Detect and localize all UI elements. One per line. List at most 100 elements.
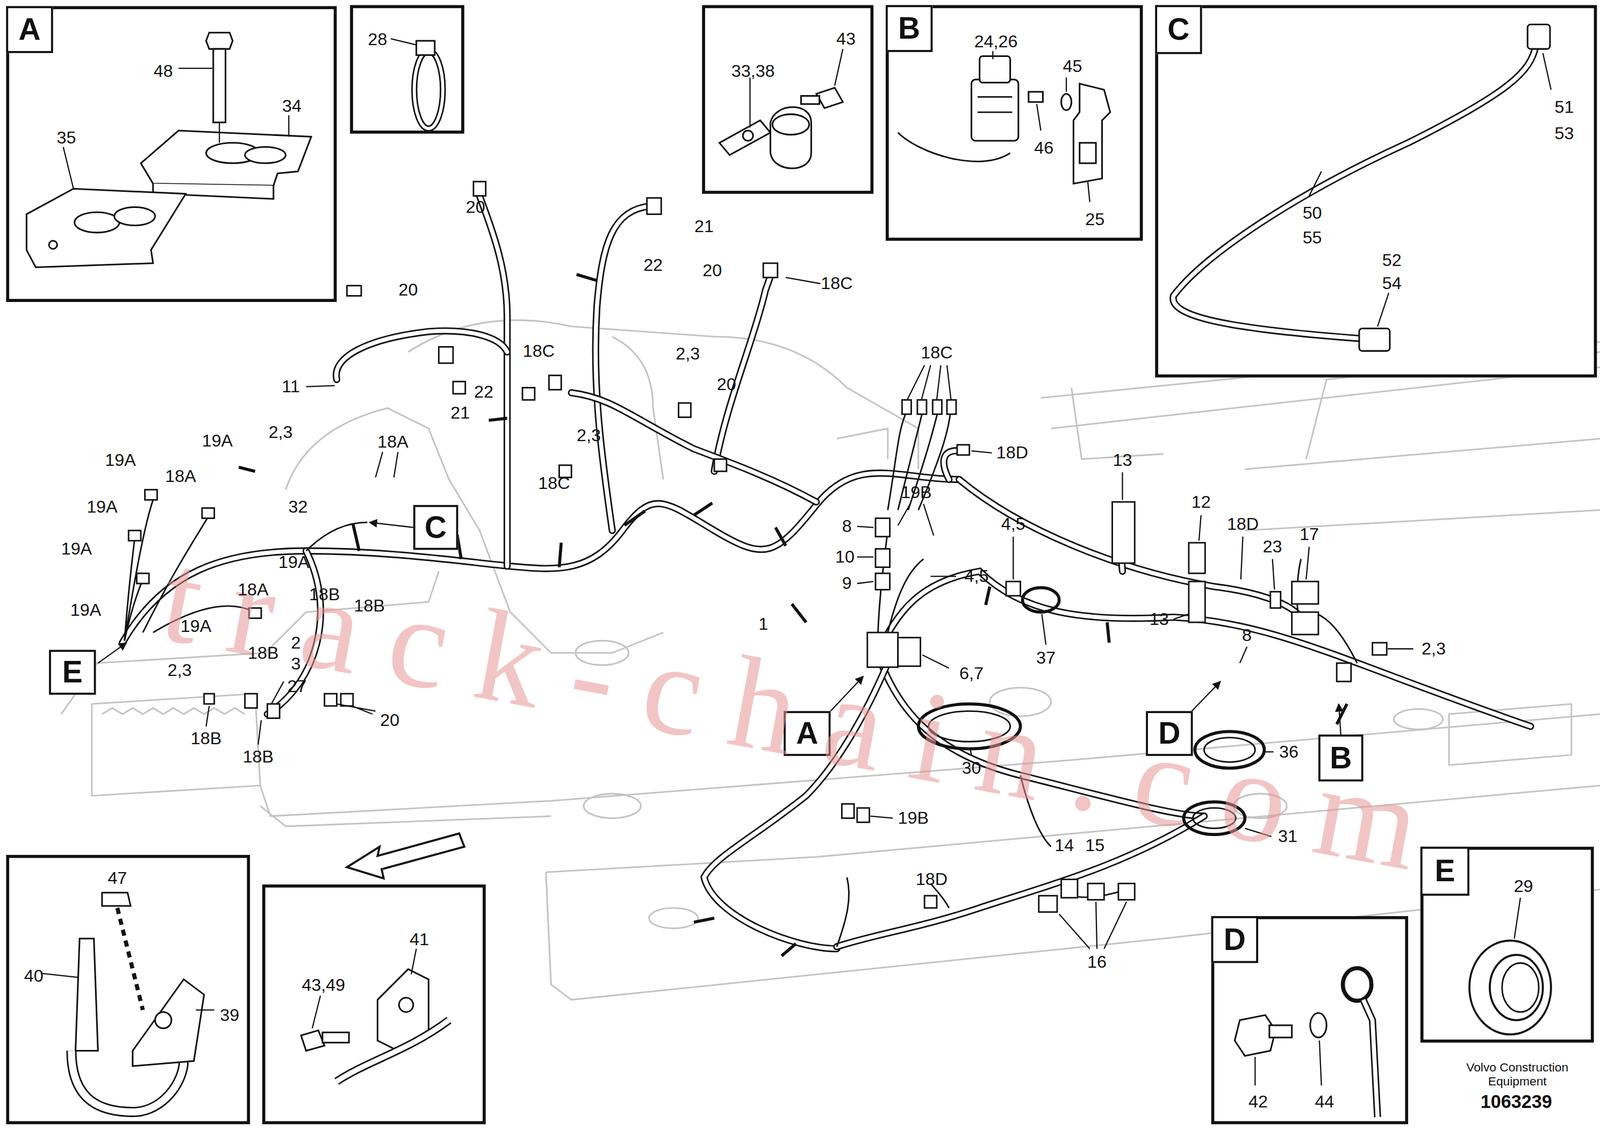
callout-number: 18D xyxy=(915,870,948,888)
inset-e-parts xyxy=(1469,898,1552,1035)
drawing-path xyxy=(1036,104,1042,131)
callout-number: 42 xyxy=(1248,1093,1268,1111)
drawing-path xyxy=(40,973,78,978)
callout-number: 19A xyxy=(202,432,233,450)
drawing-path xyxy=(749,77,751,128)
drawing-path xyxy=(624,511,645,526)
drawing-rect xyxy=(1006,581,1021,597)
callout-number: 36 xyxy=(1279,743,1299,761)
drawing-path xyxy=(178,67,213,69)
callout-number: 47 xyxy=(107,870,127,888)
drawing-ellipse xyxy=(1489,955,1544,1021)
drawing-path xyxy=(834,48,843,86)
maker-name: Volvo Construction Equipment xyxy=(1454,1061,1581,1090)
drawing-rect xyxy=(453,381,466,394)
drawing-rect xyxy=(473,181,486,197)
inset-41-parts xyxy=(300,949,449,1082)
callout-number: 18B xyxy=(242,748,274,766)
callout-number: 33,38 xyxy=(731,62,776,81)
letter-box: A xyxy=(5,5,53,53)
callout-number: 21 xyxy=(694,217,714,235)
drawing-path xyxy=(887,558,924,633)
drawing-rect xyxy=(347,285,362,297)
drawing-path xyxy=(770,106,812,169)
callout-number: 18B xyxy=(309,586,340,604)
drawing-path xyxy=(407,320,918,470)
drawing-path xyxy=(140,130,312,186)
callout-number: 16 xyxy=(1087,953,1107,971)
callout-number: 27 xyxy=(287,678,307,696)
drawing-path xyxy=(1121,472,1123,500)
drawing-path xyxy=(91,693,261,796)
drawing-number: 1063239 xyxy=(1480,1092,1553,1111)
callout-number: 20 xyxy=(716,376,737,394)
drawing-ellipse xyxy=(414,51,443,129)
drawing-path xyxy=(206,32,233,49)
drawing-path xyxy=(132,979,205,1067)
callout-number: 32 xyxy=(288,498,308,516)
drawing-rect xyxy=(917,399,927,415)
drawing-rect xyxy=(522,387,535,400)
drawing-path xyxy=(719,120,771,156)
callout-number: 44 xyxy=(1314,1093,1334,1111)
callout-number: 2,3 xyxy=(675,345,700,363)
drawing-path xyxy=(1338,704,1341,735)
drawing-ellipse xyxy=(414,51,443,129)
callout-number: 13 xyxy=(1149,610,1169,628)
drawing-use xyxy=(595,206,651,532)
drawing-path xyxy=(1107,622,1110,643)
drawing-circle xyxy=(48,240,57,249)
callout-number: 18B xyxy=(190,729,222,748)
drawing-path xyxy=(1363,1000,1379,1118)
drawing-path xyxy=(816,87,843,109)
drawing-path xyxy=(985,586,990,606)
drawing-rect xyxy=(1270,591,1281,608)
direction-arrow xyxy=(347,833,465,879)
drawing-rect xyxy=(714,458,727,472)
drawing-path xyxy=(63,146,74,189)
drawing-path xyxy=(257,720,262,745)
callout-number: 2,3 xyxy=(576,427,601,445)
drawing-path xyxy=(558,542,562,568)
letter-box: B xyxy=(885,4,933,52)
drawing-rect xyxy=(267,704,280,719)
callout-number: 46 xyxy=(1034,139,1054,157)
drawing-path xyxy=(336,1020,450,1082)
drawing-use xyxy=(479,196,507,567)
inset-frame: 474039 xyxy=(5,855,250,1125)
callout-number: 18A xyxy=(237,580,269,599)
letter-box: D xyxy=(1211,916,1259,964)
drawing-path xyxy=(1173,614,1189,620)
inset-clamp-parts xyxy=(719,48,844,169)
inset-frame: 42 44 D xyxy=(1211,916,1409,1125)
drawing-path xyxy=(336,1020,450,1082)
drawing-path xyxy=(791,604,807,623)
drawing-path xyxy=(369,522,414,528)
callout-number: 2,3 xyxy=(167,661,192,679)
callout-number: 18C xyxy=(537,475,570,493)
drawing-ellipse xyxy=(1310,1013,1327,1038)
drawing-path xyxy=(97,642,127,664)
drawing-path xyxy=(26,188,186,268)
drawing-path xyxy=(1543,53,1552,90)
callout-number: 53 xyxy=(1554,125,1575,143)
drawing-rect xyxy=(875,548,891,568)
view-letter: C xyxy=(1167,14,1190,46)
drawing-use xyxy=(479,196,507,567)
inset-frame: 483435A xyxy=(5,5,337,303)
drawing-rect xyxy=(262,884,486,1125)
drawing-path xyxy=(1059,901,1127,949)
drawing-rect xyxy=(678,403,692,418)
drawing-rect xyxy=(1336,663,1352,682)
drawing-path xyxy=(1363,1000,1379,1118)
drawing-rect xyxy=(1372,642,1388,656)
drawing-rect xyxy=(857,808,870,823)
drawing-path xyxy=(288,115,290,138)
drawing-rect xyxy=(5,855,250,1125)
callout-number: 19A xyxy=(70,601,102,619)
drawing-ellipse xyxy=(245,146,286,163)
drawing-rect xyxy=(979,55,1011,83)
drawing-rect xyxy=(1359,328,1390,351)
callout-number: 25 xyxy=(1085,210,1105,228)
drawing-path xyxy=(870,816,894,819)
